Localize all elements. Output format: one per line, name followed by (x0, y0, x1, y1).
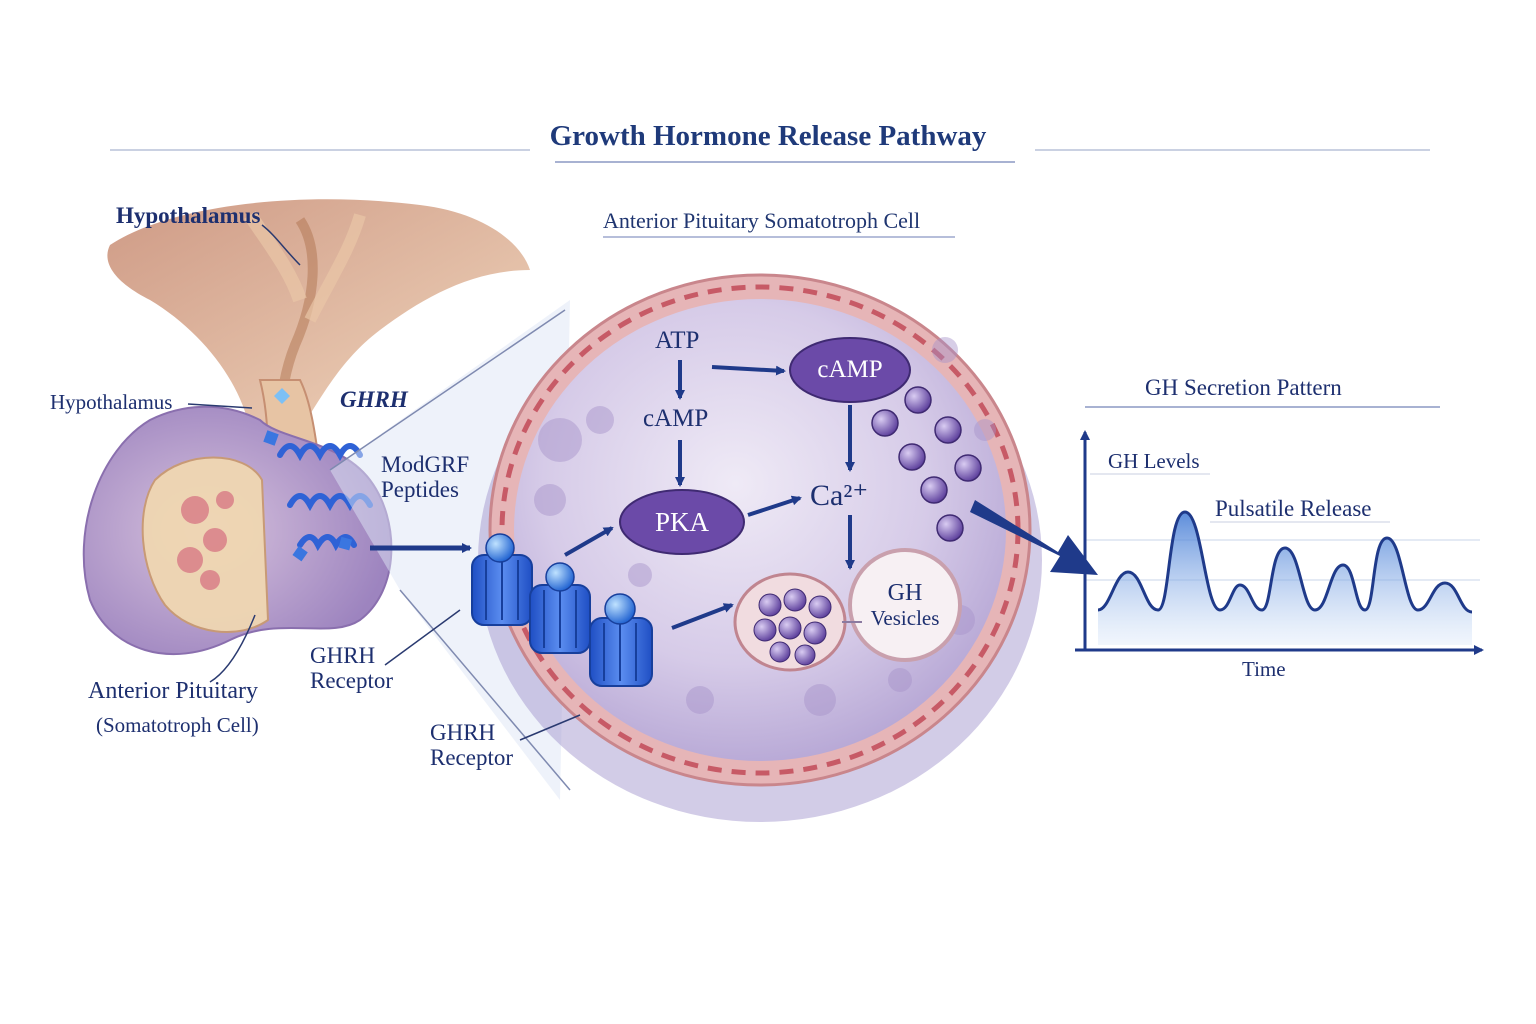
chart-annotation: Pulsatile Release (1215, 496, 1372, 521)
receptor-label-2-line1: GHRH (430, 720, 496, 745)
atp-label: ATP (655, 327, 700, 354)
cone-edge-bottom (399, 589, 571, 791)
somatotroph-cell-label: (Somatotroph Cell) (96, 713, 259, 737)
arrow-cell-to-chart (970, 500, 1098, 575)
ghrh-label: GHRH (340, 387, 408, 412)
peptide-cube-c (338, 536, 353, 551)
receptor-label-1-line2: Receptor (310, 668, 394, 693)
camp-pill (789, 337, 911, 403)
arrow-receptor-to-vesicle-cluster (671, 603, 734, 630)
camp-left-label: cAMP (643, 405, 709, 432)
hypothalamus-label-side: Hypothalamus (50, 390, 173, 414)
cell-panel-title: Anterior Pituitary Somatotroph Cell (603, 208, 921, 233)
ghrh-receptor-1 (471, 533, 533, 626)
gh-secretion-wave-area (1098, 512, 1472, 645)
peptide-cube-b (292, 546, 308, 562)
receptor-label-1-line1: GHRH (310, 643, 376, 668)
peptide-cube-a (263, 430, 279, 446)
receptor-label-2-line2: Receptor (430, 745, 514, 770)
secretory-bead-chain (871, 386, 982, 542)
page-title: Growth Hormone Release Pathway (549, 120, 987, 152)
chart-xlabel: Time (1242, 657, 1286, 681)
cone-edge-top (329, 309, 566, 471)
gh-secretion-wave-line (1097, 510, 1473, 614)
hypothalamus-label-top: Hypothalamus (116, 203, 261, 228)
chart-ylabel: GH Levels (1108, 449, 1200, 473)
arrow-receptor-to-pka (564, 526, 614, 557)
vesicle-cluster (733, 572, 847, 672)
gh-vesicle-circle (848, 548, 962, 662)
camp-pill-label: cAMP (817, 356, 883, 383)
diamond-marker-icon (274, 388, 290, 404)
pka-pill-label: PKA (654, 507, 709, 537)
pka-pill (619, 489, 745, 555)
anterior-pituitary-label: Anterior Pituitary (88, 678, 258, 704)
ghrh-receptor-3 (589, 593, 653, 687)
modgrf-label-line1: ModGRF (381, 452, 470, 477)
chart-title: GH Secretion Pattern (1145, 375, 1342, 400)
arrow-pka-to-calcium (747, 495, 802, 517)
arrow-atp-to-camp-pill (711, 365, 786, 376)
calcium-label: Ca²⁺ (810, 479, 869, 512)
ghrh-receptor-2 (529, 562, 591, 654)
gh-vesicles-label-line2: Vesicles (870, 606, 940, 630)
gh-vesicles-label-line1: GH (887, 580, 923, 606)
modgrf-label-line2: Peptides (381, 477, 459, 502)
label-leader-lines (187, 224, 581, 741)
gland-cell-clusters (177, 491, 234, 590)
